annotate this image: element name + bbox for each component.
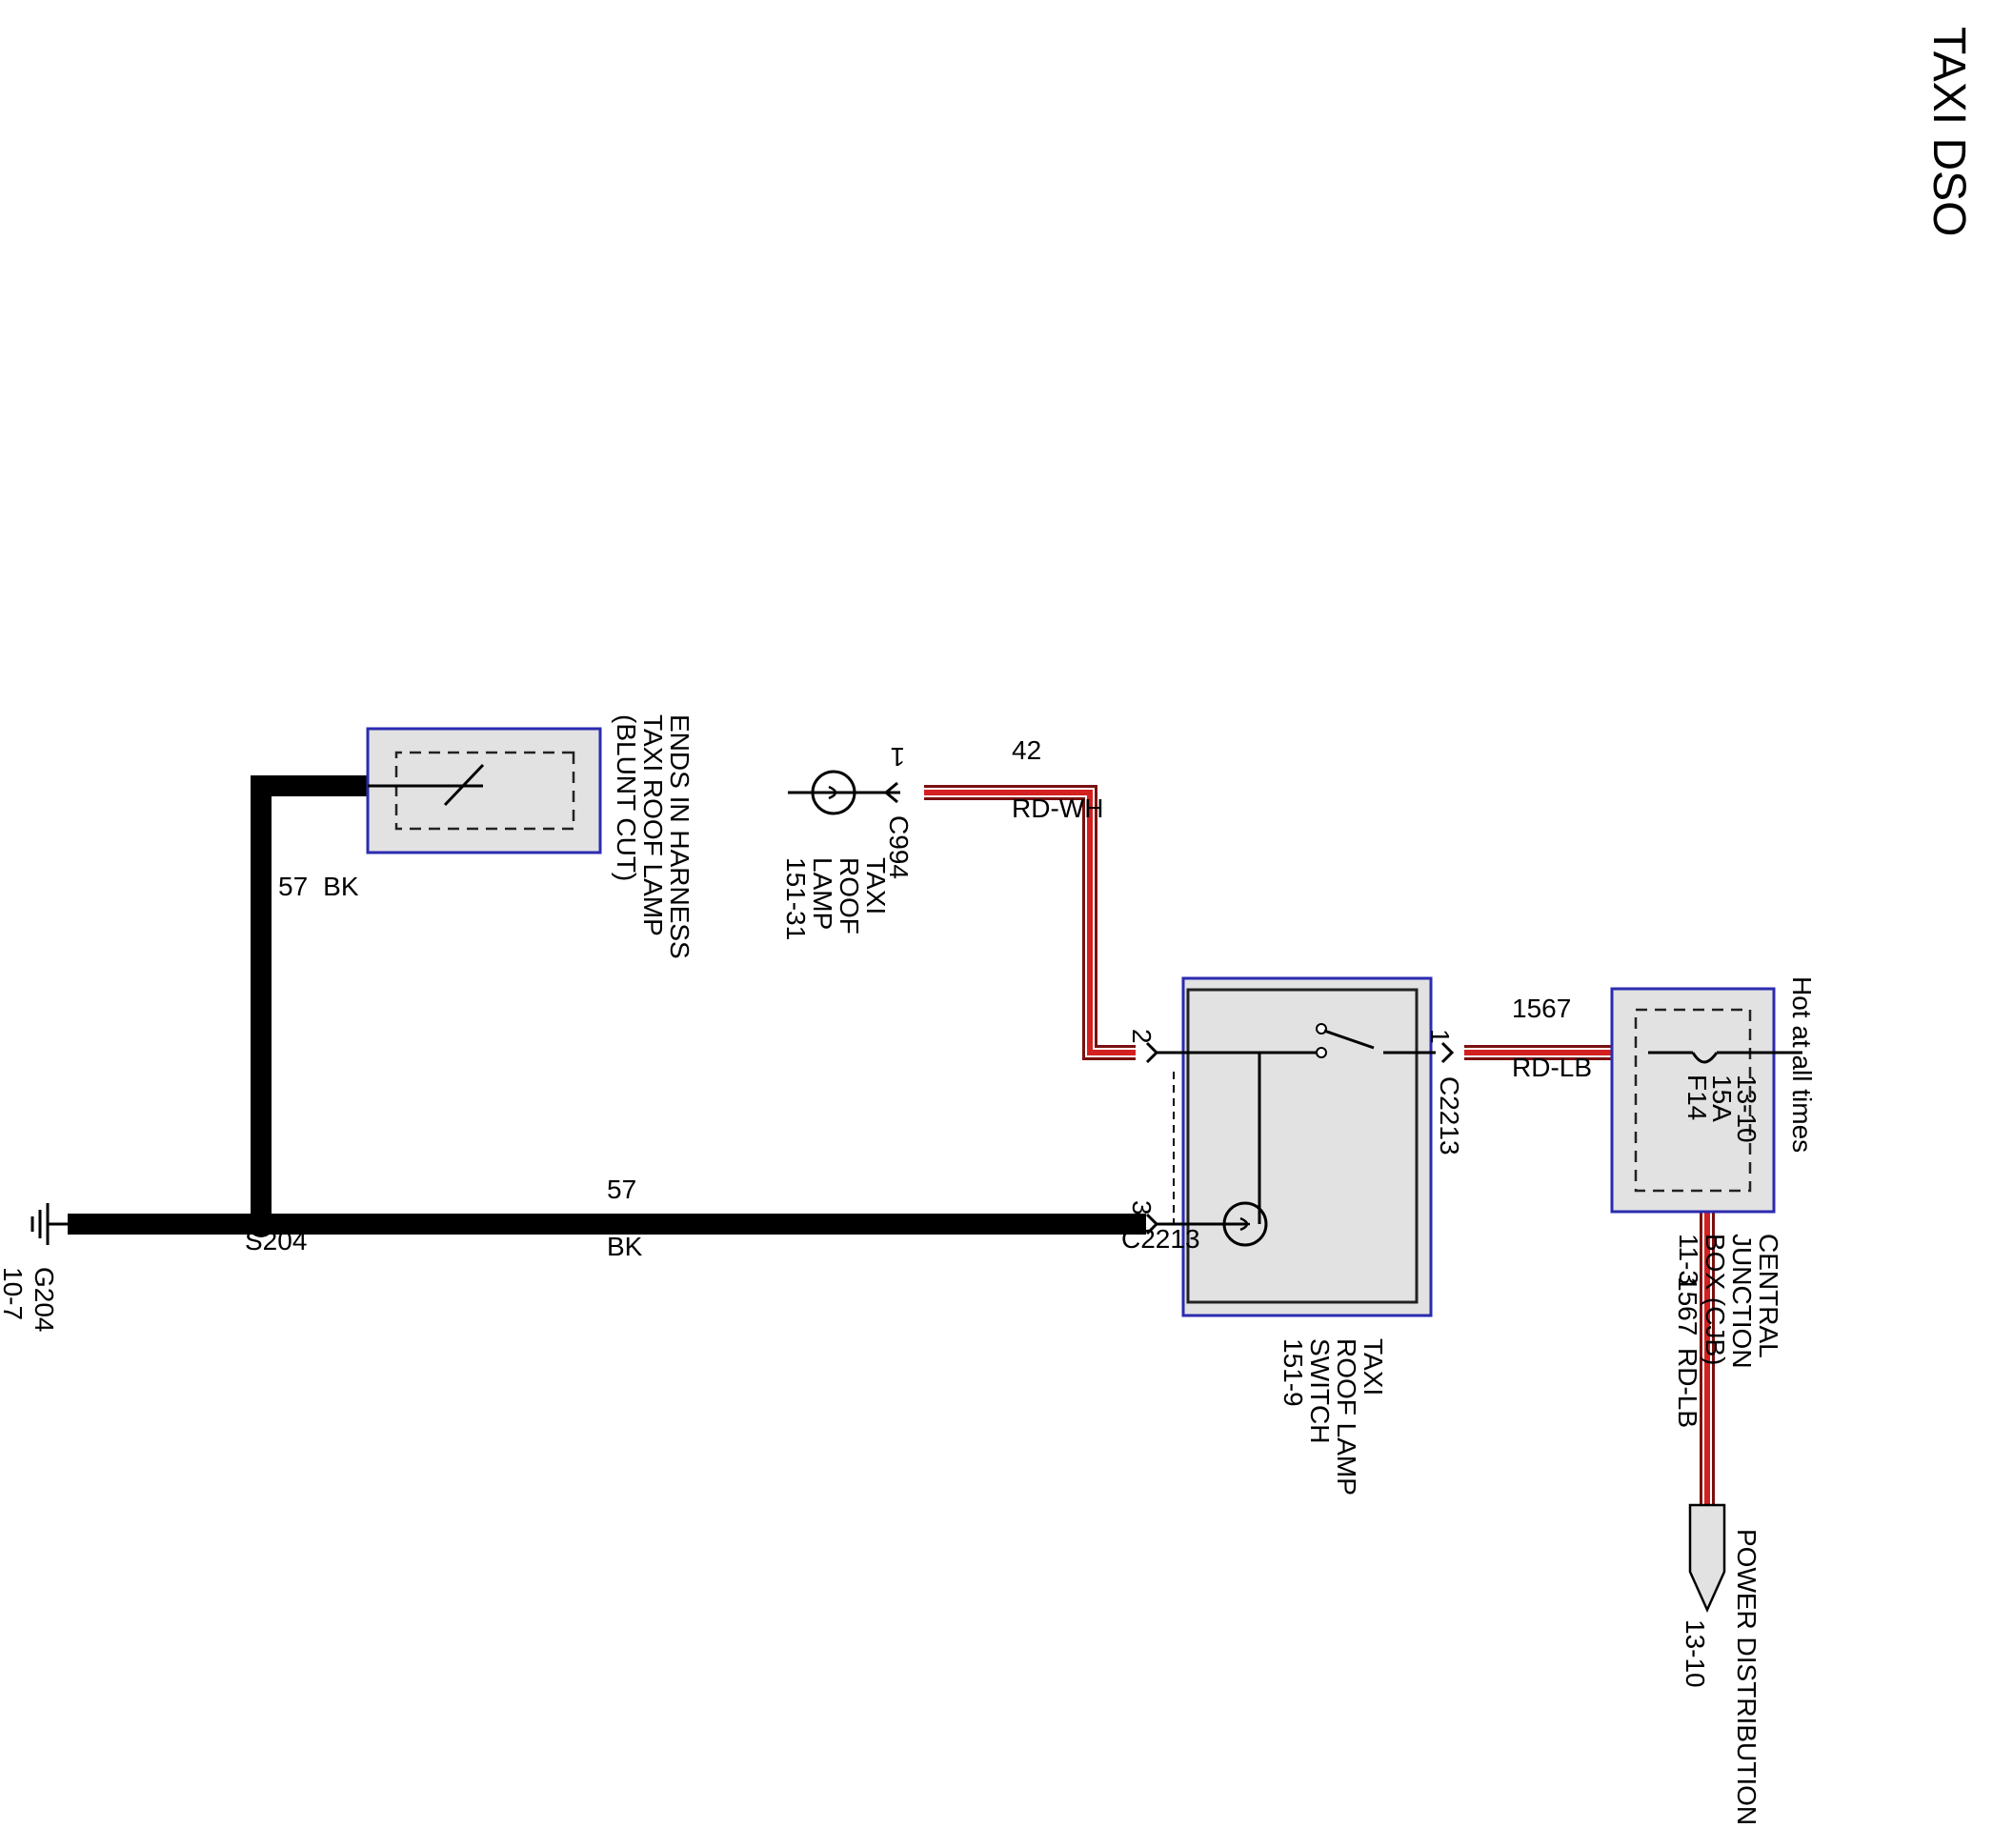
ground-ref: 10-7 [0,1267,28,1320]
wire-57-bk-harness [251,775,378,1235]
switch-pin-3: 3 [1127,1200,1157,1215]
c2213-ground-label: C2213 [1121,1224,1200,1254]
diagram-title: TAXI DSO [1923,27,1974,236]
switch-lamp-bulb-icon [1222,1201,1268,1247]
c994-connector-icon [883,781,898,804]
switch-line-1: TAXI [1359,1338,1388,1396]
c2213-pin-3-connector-icon [1145,1213,1159,1235]
c2213-power-label: C2213 [1435,1076,1464,1155]
c994-label: C994 [884,815,914,879]
cjb-component [1610,987,1802,1214]
c2213-pin-2-connector-icon [1145,1041,1159,1064]
wire-1567-power-circuit: 1567 [1673,1276,1702,1336]
c2213-pin-1-connector-icon [1440,1041,1455,1064]
cjb-line-4: 11-3 [1674,1234,1703,1285]
cjb-line-3: BOX (CJB) [1701,1234,1730,1365]
wire-42-circuit-label: 42 [1012,735,1041,765]
roof-lamp-line-1: TAXI [861,857,891,914]
harness-end-component [366,727,602,854]
harness-end-line-1: ENDS IN HARNESS [665,714,695,959]
roof-lamp-line-2: ROOF [835,857,864,934]
switch-line-3: SWITCH [1305,1338,1335,1443]
ground-label: G204 [30,1267,59,1333]
wire-57-harness-label: 57 BK [278,872,359,901]
ground-symbol-icon [30,1203,78,1245]
switch-pin-2: 2 [1127,1029,1157,1044]
harness-end-line-2: TAXI ROOF LAMP [638,714,668,936]
wire-1567-power-label: 1567RD-LB [1673,1276,1702,1428]
fuse-f14-icon [1691,1052,1719,1064]
roof-lamp-switch-component [1155,976,1436,1317]
wire-1567-switch-circuit: 1567 [1512,994,1571,1023]
roof-lamp-line-3: LAMP [808,857,837,930]
hot-at-all-times-label: Hot at all times [1787,976,1817,1153]
wire-57-harness-color: BK [323,872,359,901]
power-distribution-label: POWER DISTRIBUTION [1732,1529,1761,1825]
fuse-rating: 15A [1707,1075,1737,1122]
wire-1567-power-color: RD-LB [1673,1348,1702,1428]
roof-lamp-line-4: 151-31 [781,857,811,940]
c994-pin: 1 [890,742,905,772]
fuse-label: F14 [1682,1075,1712,1120]
switch-pin-1: 1 [1425,1029,1455,1044]
harness-end-line-3: (BLUNT CUT) [612,714,641,881]
roof-lamp-bulb-icon [788,770,900,815]
wire-42-rd-wh [924,785,1136,1060]
wire-1567-switch-color: RD-LB [1512,1053,1592,1082]
fuse-ref: 13-10 [1732,1075,1761,1143]
switch-line-2: ROOF LAMP [1332,1338,1361,1496]
power-distribution-connector-icon [1688,1503,1726,1614]
wire-57-circuit-label: 57 [607,1175,636,1204]
switch-line-4: 151-9 [1278,1338,1308,1407]
cjb-line-1: CENTRAL [1754,1234,1783,1358]
wire-42-color-label: RD-WH [1012,793,1103,823]
power-distribution-ref: 13-10 [1681,1619,1710,1688]
cjb-line-2: JUNCTION [1727,1234,1757,1369]
wire-57-color-label: BK [607,1232,643,1261]
wire-57-harness-circuit: 57 [278,872,308,901]
